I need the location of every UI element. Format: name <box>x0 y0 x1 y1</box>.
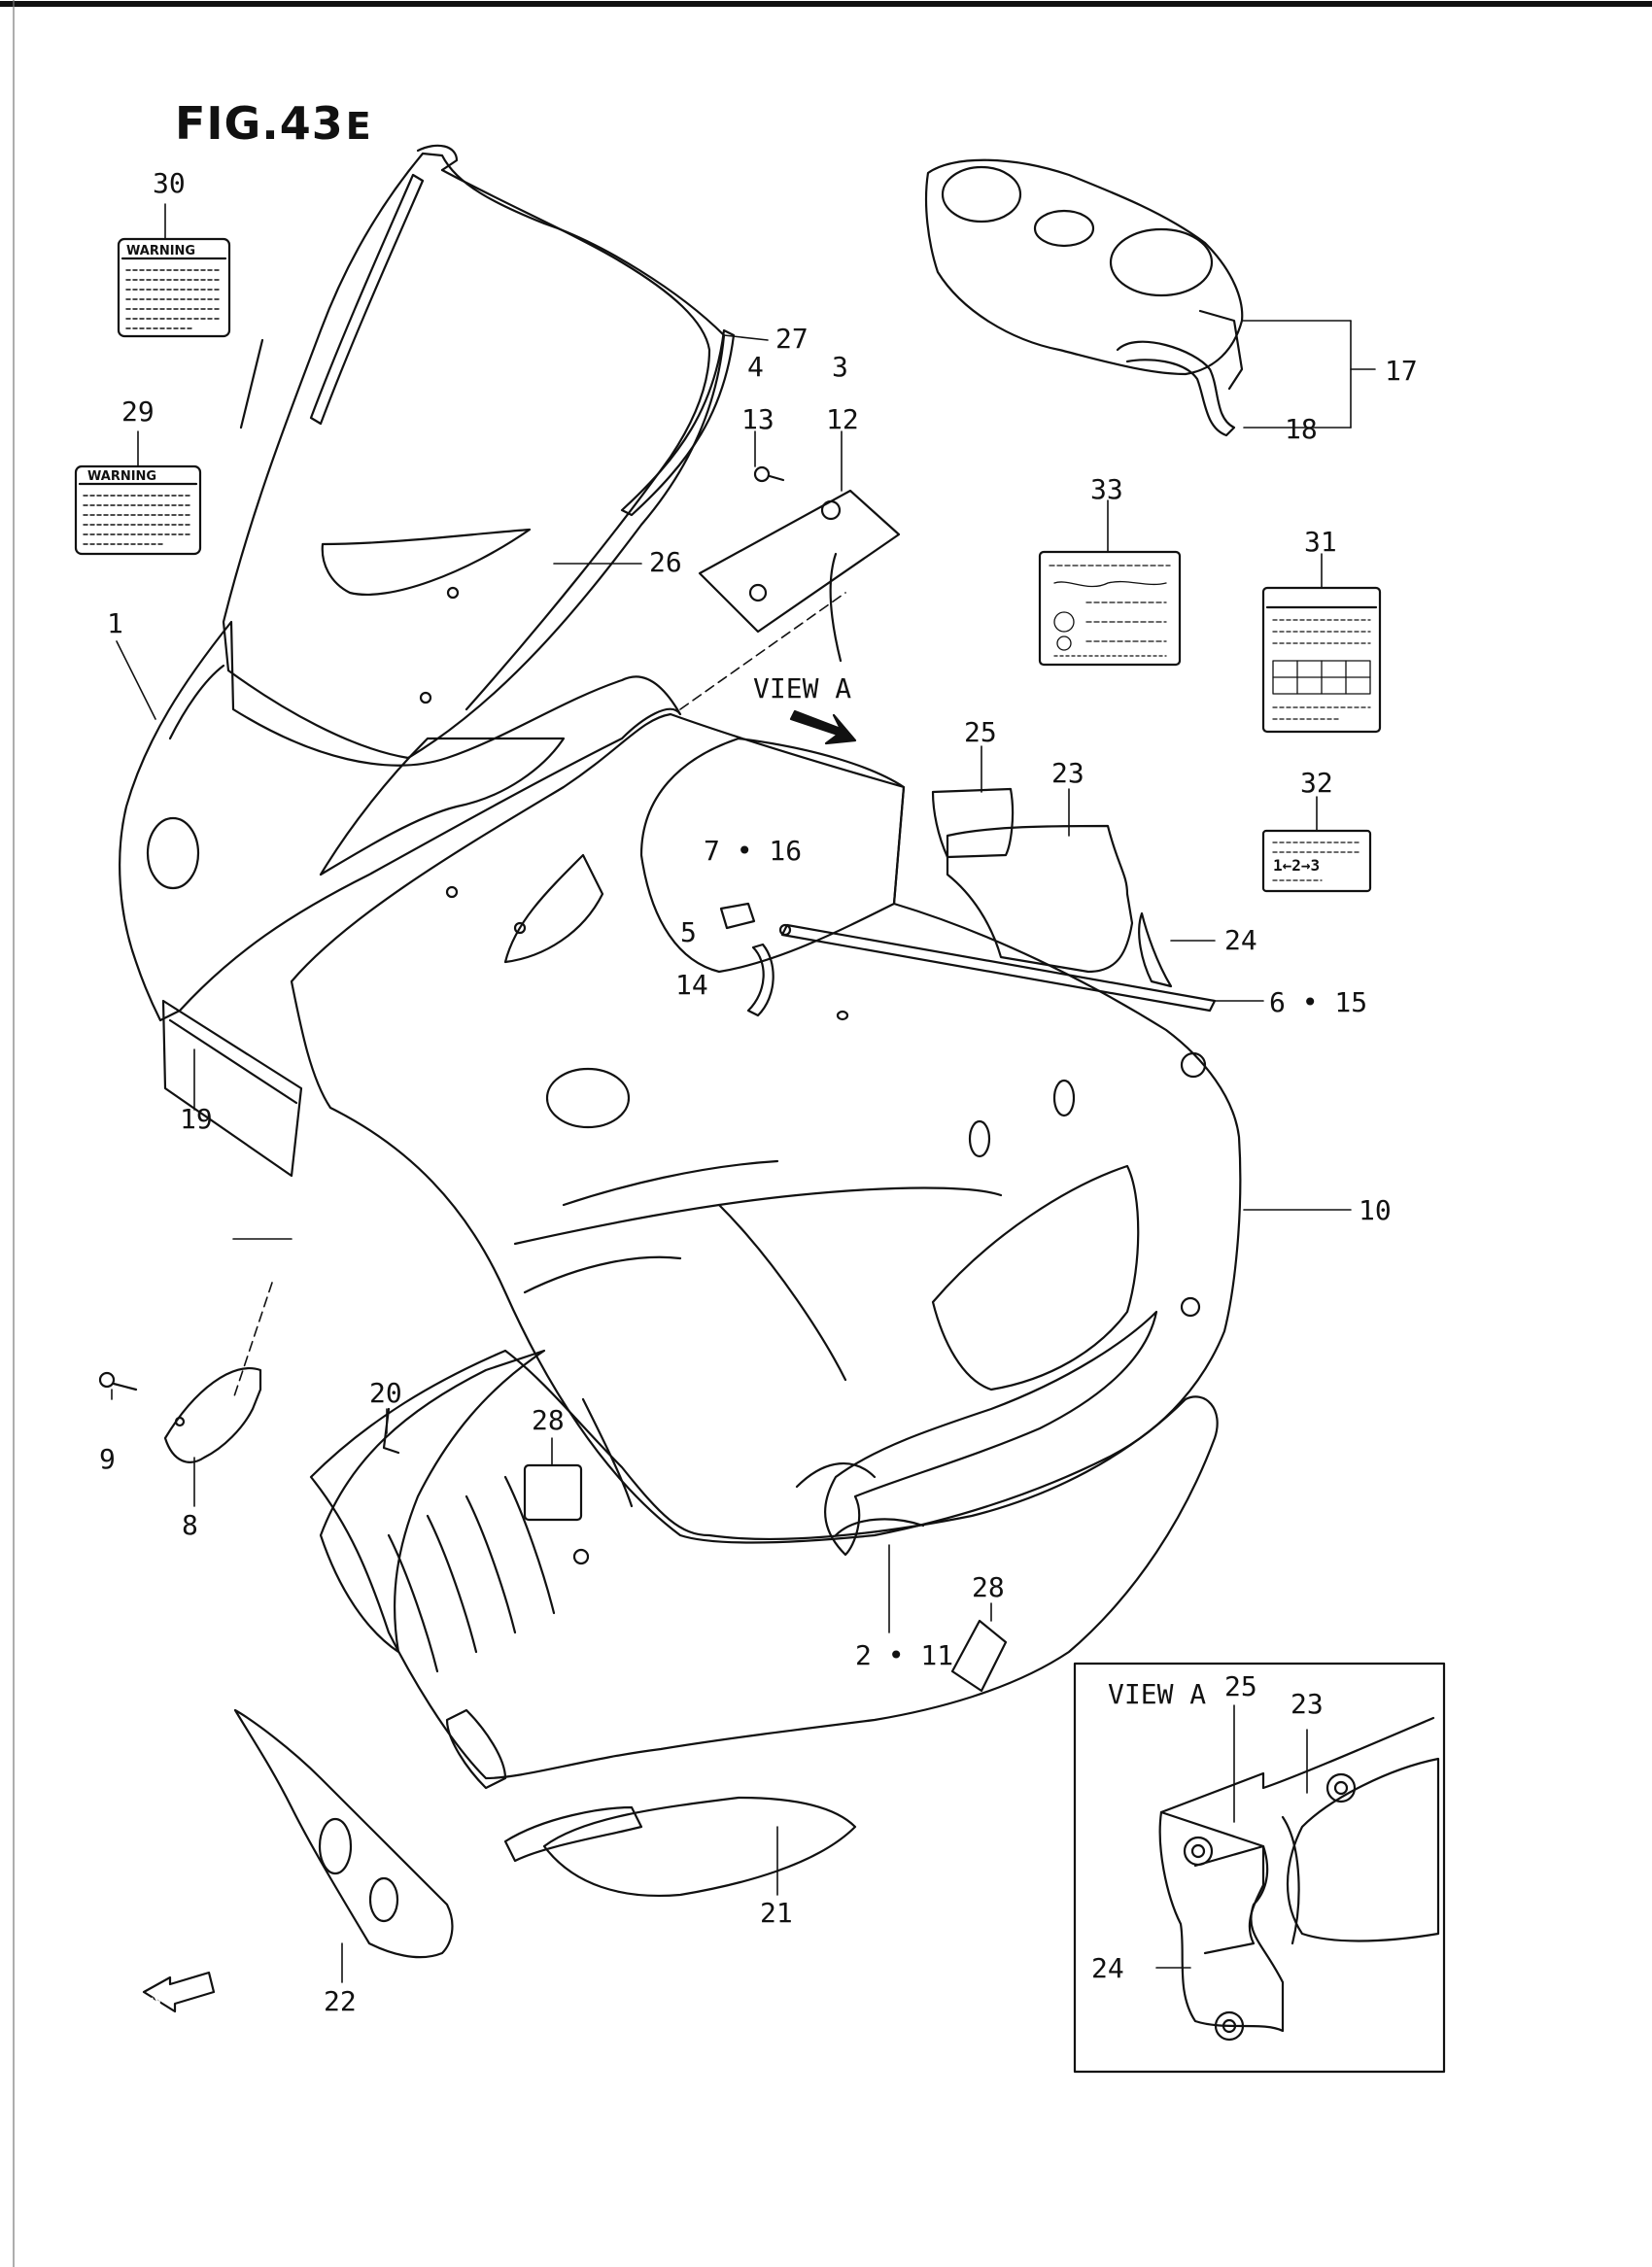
callout-22: 22 <box>324 1985 357 2017</box>
figure-title-suffix: E <box>345 105 372 148</box>
trim-strip-6 <box>778 923 1217 1013</box>
meter-panel-17 <box>924 158 1244 391</box>
pad-28-lower <box>950 1619 1008 1693</box>
view-a-label: VIEW A <box>753 672 852 704</box>
callout-24: 24 <box>1224 924 1257 956</box>
panel-23 <box>946 824 1134 974</box>
warning-decal-30 <box>117 237 231 338</box>
meter-lead-18 <box>1116 340 1236 437</box>
callout-10: 10 <box>1359 1194 1392 1226</box>
inset-callout-24: 24 <box>1091 1952 1124 1984</box>
callout-1: 1 <box>107 607 123 639</box>
inset-title: VIEW A <box>1108 1678 1207 1710</box>
callout-33: 33 <box>1090 473 1123 505</box>
callout-7-16: 7 • 16 <box>704 835 803 867</box>
fwd-label: FWD <box>146 1989 176 2009</box>
callout-8: 8 <box>182 1509 198 1541</box>
callout-29: 29 <box>121 395 155 428</box>
screw-13 <box>753 465 785 483</box>
callout-12: 12 <box>826 403 859 435</box>
bracket-12 <box>698 489 901 663</box>
leader-lines <box>111 203 1376 1983</box>
callout-25: 25 <box>964 716 997 748</box>
callout-19: 19 <box>180 1103 213 1135</box>
katana-logo <box>795 1310 1158 1557</box>
windscreen-26 <box>222 152 726 760</box>
callout-32: 32 <box>1300 767 1333 799</box>
label-32-text: 1←2→3 <box>1273 856 1320 875</box>
callout-21: 21 <box>760 1897 793 1929</box>
callout-9: 9 <box>99 1443 116 1475</box>
callout-18: 18 <box>1285 413 1318 445</box>
duct-19 <box>161 999 303 1178</box>
callout-30: 30 <box>153 167 186 199</box>
side-cowl-10 <box>290 712 1242 1544</box>
figure-title: FIG.43E <box>175 97 372 150</box>
panel-24 <box>1138 911 1173 988</box>
decal-30-warning: WARNING <box>126 244 195 258</box>
inner-fairing-20 <box>319 1349 546 1654</box>
callout-3: 3 <box>832 351 848 383</box>
trim-strip-27 <box>309 144 736 517</box>
fwd-arrow-icon <box>142 1971 216 2013</box>
inset-callout-25: 25 <box>1224 1670 1257 1702</box>
lower-cowl-21 <box>309 1349 1219 1897</box>
grommet-14 <box>746 943 774 1017</box>
callout-28-lower: 28 <box>972 1571 1005 1603</box>
callout-26: 26 <box>649 546 682 578</box>
inner-cowl-panel <box>319 737 906 1021</box>
inset-callout-23: 23 <box>1291 1688 1324 1720</box>
callout-2-11: 2 • 11 <box>855 1639 954 1671</box>
callout-31: 31 <box>1304 526 1337 558</box>
screw-9 <box>98 1371 138 1391</box>
decal-29-warning: WARNING <box>87 469 156 484</box>
callout-27: 27 <box>775 323 809 355</box>
panel-25 <box>931 787 1015 859</box>
inner-panel-22 <box>233 1708 454 1959</box>
callout-23: 23 <box>1051 757 1084 789</box>
callout-17: 17 <box>1385 355 1418 387</box>
callout-28-upper: 28 <box>532 1404 565 1436</box>
callout-13: 13 <box>741 403 774 435</box>
clip-16 <box>719 902 756 930</box>
callout-6-15: 6 • 15 <box>1269 986 1368 1018</box>
view-a-arrow <box>789 709 857 745</box>
cover-8 <box>163 1367 262 1463</box>
label-33 <box>1038 550 1182 667</box>
view-a-inset <box>1073 1662 1446 2074</box>
callout-4: 4 <box>747 351 764 383</box>
pad-28-upper <box>523 1463 583 1522</box>
callout-14: 14 <box>675 969 708 1001</box>
upper-cowl-1 <box>119 620 682 1022</box>
tire-label-31 <box>1261 586 1382 734</box>
callout-20: 20 <box>369 1377 402 1409</box>
figure-title-text: FIG.43 <box>175 97 344 150</box>
callout-5: 5 <box>680 916 697 948</box>
